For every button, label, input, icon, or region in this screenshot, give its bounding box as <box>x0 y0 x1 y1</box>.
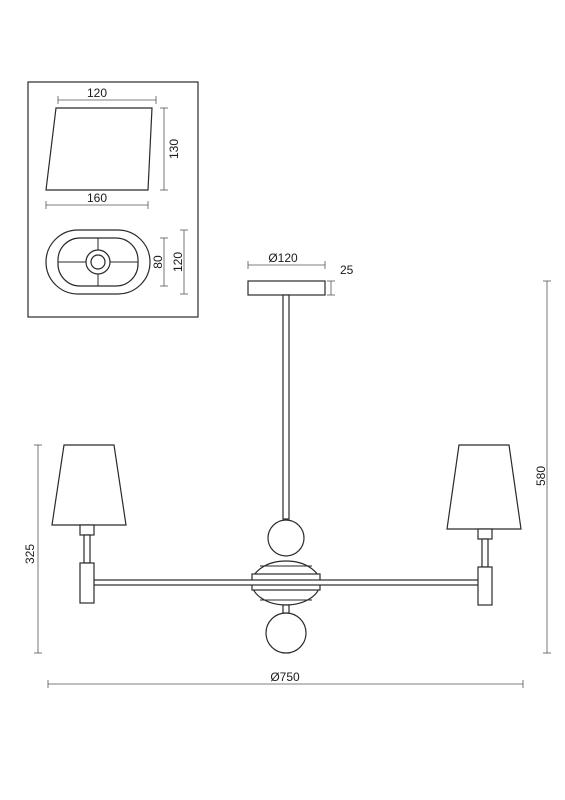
total-diameter-dimension: Ø750 <box>47 670 524 688</box>
canopy-diameter-label: Ø120 <box>268 251 298 265</box>
canopy-group: Ø120 25 <box>247 251 354 296</box>
left-lamp <box>51 444 127 604</box>
shade-detail-inset: 120 130 160 80 120 <box>27 81 199 318</box>
right-shade <box>446 444 522 530</box>
suspension-rod <box>282 294 290 520</box>
shade-top-view <box>45 229 151 295</box>
oval-inner-label: 80 <box>151 255 165 269</box>
horizontal-arm <box>91 579 483 586</box>
lower-sphere <box>265 612 307 654</box>
total-height-label: 580 <box>534 466 548 486</box>
shade-height-label: 130 <box>167 139 181 159</box>
shade-top-width-label: 120 <box>87 86 107 100</box>
total-diameter-label: Ø750 <box>270 670 300 684</box>
arm-height-dimension: 325 <box>23 444 42 654</box>
shade-side-view <box>45 107 153 191</box>
canopy-height-label: 25 <box>340 263 354 277</box>
right-lamp <box>446 444 522 606</box>
arm-height-label: 325 <box>23 544 37 564</box>
left-shade <box>51 444 127 526</box>
canopy <box>247 280 326 296</box>
shade-bottom-width-label: 160 <box>87 191 107 205</box>
upper-sphere <box>267 519 305 557</box>
total-height-dimension: 580 <box>534 280 551 654</box>
oval-outer-label: 120 <box>171 252 185 272</box>
